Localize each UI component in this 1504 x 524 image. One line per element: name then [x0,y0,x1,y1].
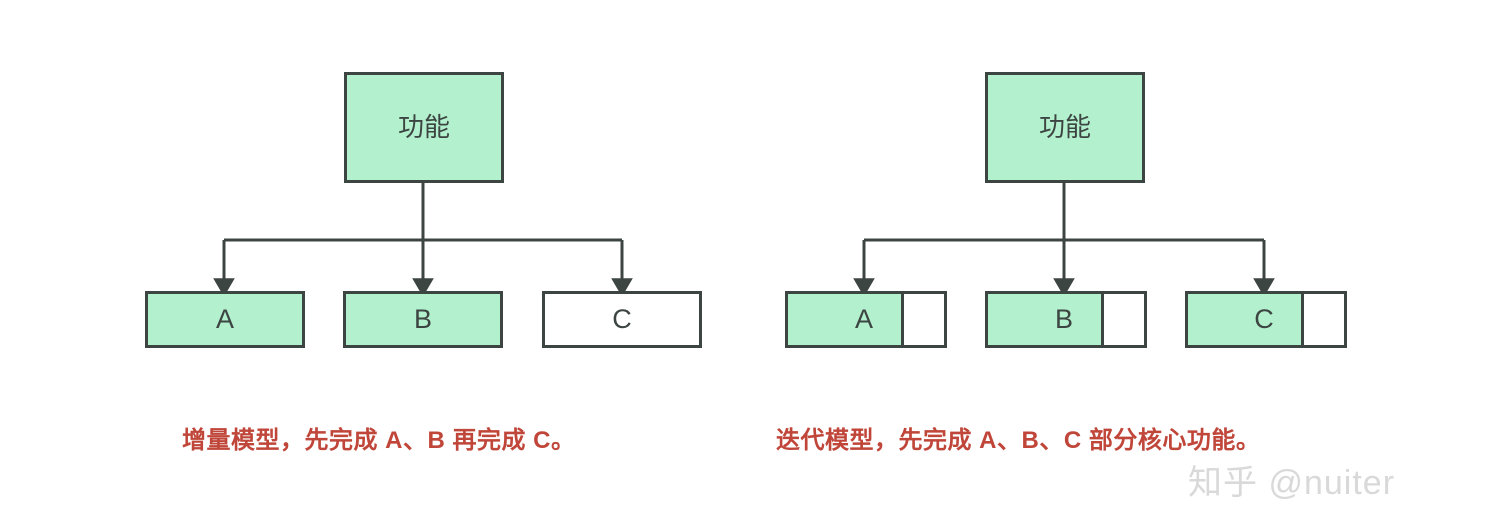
node-a-left-body [145,291,305,348]
node-b-right-done-segment [985,291,1104,348]
node-c-left-label: C [612,304,632,334]
node-a-left[interactable]: A [145,291,305,348]
node-root-right-body [985,72,1145,183]
node-a-right-label: A [855,304,873,334]
connector-group-left [213,182,633,297]
node-root-left-label: 功能 [398,112,450,142]
node-a-right-done-segment [785,291,904,348]
diagram-incremental-model: 功能 A B C [145,72,702,348]
connector-group-right [853,182,1275,297]
node-root-right-label: 功能 [1039,112,1091,142]
node-c-right-label: C [1254,304,1274,334]
node-c-right[interactable]: C [1185,291,1347,348]
node-b-left[interactable]: B [343,291,503,348]
caption-incremental-model: 增量模型，先完成 A、B 再完成 C。 [182,427,576,454]
node-c-left[interactable]: C [542,291,702,348]
node-b-left-body [343,291,503,348]
node-c-right-remaining-segment [1301,291,1347,348]
diagram-iterative-model: 功能 A B C [785,72,1347,348]
node-a-left-label: A [216,304,234,334]
caption-iterative-model: 迭代模型，先完成 A、B、C 部分核心功能。 [776,427,1261,454]
node-root-right[interactable]: 功能 [985,72,1145,183]
node-b-left-label: B [414,304,432,334]
node-a-right[interactable]: A [785,291,947,348]
node-b-right[interactable]: B [985,291,1147,348]
node-root-left[interactable]: 功能 [344,72,504,183]
node-c-left-body [542,291,702,348]
node-b-right-label: B [1055,304,1073,334]
node-a-right-remaining-segment [901,291,947,348]
node-b-right-remaining-segment [1101,291,1147,348]
watermark: 知乎 @nuiter [1188,464,1396,502]
node-c-right-done-segment [1185,291,1304,348]
node-root-left-body [344,72,504,183]
